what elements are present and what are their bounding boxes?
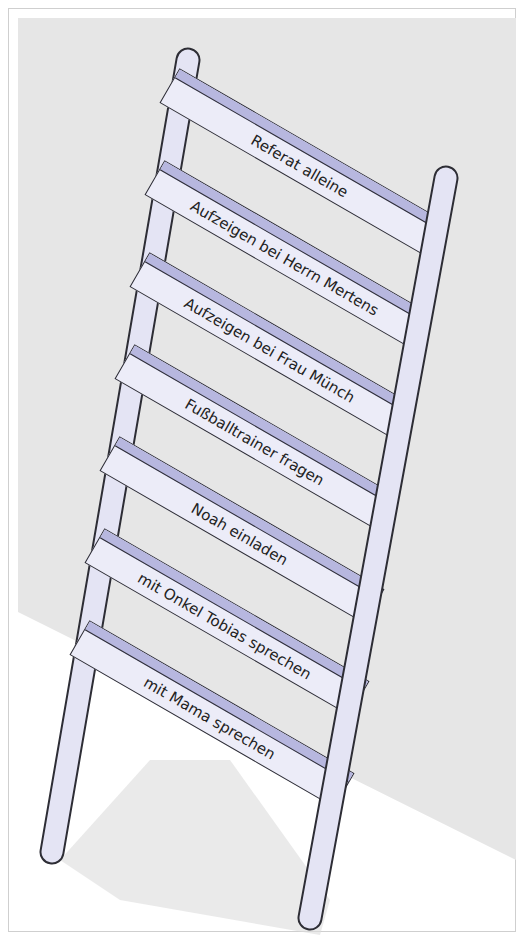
ladder-shadow bbox=[60, 760, 330, 935]
rung-top-face bbox=[85, 622, 353, 783]
right-rail bbox=[310, 178, 446, 918]
wall bbox=[18, 18, 516, 860]
frame bbox=[9, 9, 516, 932]
right-rail-outline bbox=[310, 178, 446, 918]
